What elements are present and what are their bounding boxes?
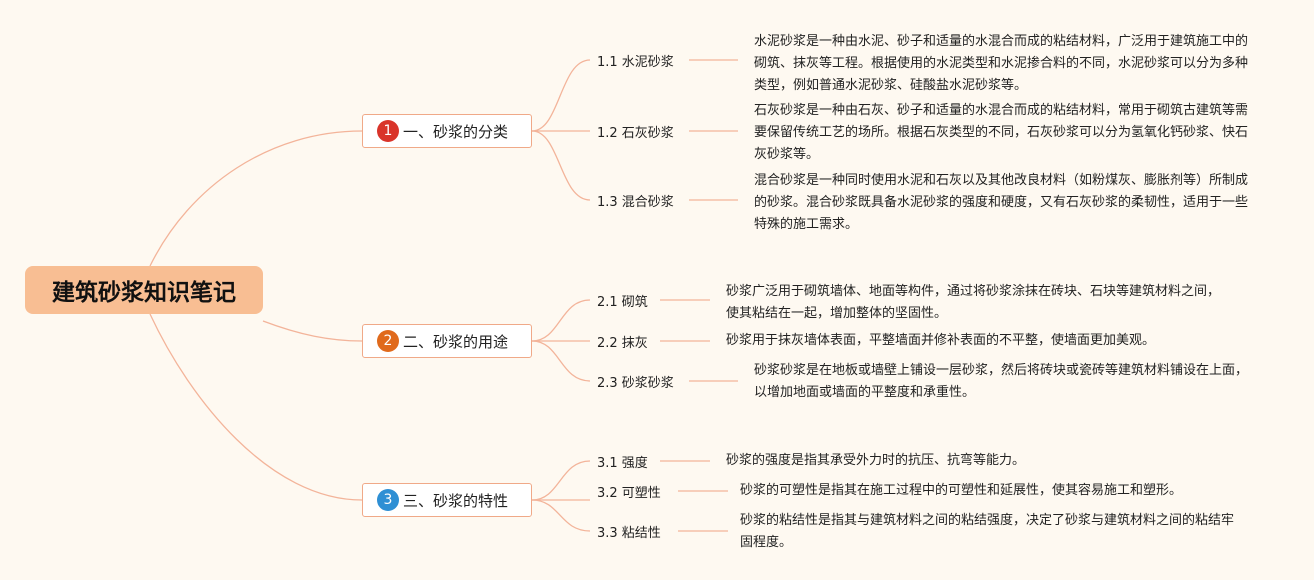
subtopic-lime-mortar[interactable]: 1.2 石灰砂浆 [597,126,674,141]
note-lime-mortar[interactable]: 石灰砂浆是一种由石灰、砂子和适量的水混合而成的粘结材料，常用于砌筑古建筑等需要保… [754,103,1249,162]
root-topic[interactable]: 建筑砂浆知识笔记 [25,266,263,314]
note-plastering[interactable]: 砂浆用于抹灰墙体表面，平整墙面并修补表面的不平整，使墙面更加美观。 [726,333,1156,348]
subtopic-strength[interactable]: 3.1 强度 [597,456,648,471]
number-badge-icon: 1 [377,120,399,142]
branch-properties[interactable]: 3 三、砂浆的特性 [362,483,532,517]
note-mixed-mortar[interactable]: 混合砂浆是一种同时使用水泥和石灰以及其他改良材料（如粉煤灰、膨胀剂等）所制成的砂… [754,173,1249,232]
branch-label: 三、砂浆的特性 [403,491,509,510]
subtopic-mixed-mortar[interactable]: 1.3 混合砂浆 [597,195,674,210]
note-cement-mortar[interactable]: 水泥砂浆是一种由水泥、砂子和适量的水混合而成的粘结材料，广泛用于建筑施工中的砌筑… [754,34,1249,93]
subtopic-mortar-bedding[interactable]: 2.3 砂浆砂浆 [597,376,674,391]
subtopic-adhesion[interactable]: 3.3 粘结性 [597,526,661,541]
note-mortar-bedding[interactable]: 砂浆砂浆是在地板或墙壁上铺设一层砂浆，然后将砖块或瓷砖等建筑材料铺设在上面，以增… [754,363,1249,400]
branch-uses[interactable]: 2 二、砂浆的用途 [362,324,532,358]
branch-label: 二、砂浆的用途 [403,332,509,351]
branch-classification[interactable]: 1 一、砂浆的分类 [362,114,532,148]
number-badge-icon: 2 [377,330,399,352]
subtopic-cement-mortar[interactable]: 1.1 水泥砂浆 [597,55,674,70]
subtopic-masonry[interactable]: 2.1 砌筑 [597,295,648,310]
subtopic-plastering[interactable]: 2.2 抹灰 [597,336,648,351]
note-strength[interactable]: 砂浆的强度是指其承受外力时的抗压、抗弯等能力。 [726,453,1026,468]
note-adhesion[interactable]: 砂浆的粘结性是指其与建筑材料之间的粘结强度，决定了砂浆与建筑材料之间的粘结牢固程… [740,513,1235,550]
branch-label: 一、砂浆的分类 [403,122,509,141]
subtopic-plasticity[interactable]: 3.2 可塑性 [597,486,661,501]
number-badge-icon: 3 [377,489,399,511]
note-masonry[interactable]: 砂浆广泛用于砌筑墙体、地面等构件，通过将砂浆涂抹在砖块、石块等建筑材料之间，使其… [726,284,1221,321]
note-plasticity[interactable]: 砂浆的可塑性是指其在施工过程中的可塑性和延展性，使其容易施工和塑形。 [740,483,1183,498]
root-title: 建筑砂浆知识笔记 [52,280,236,306]
